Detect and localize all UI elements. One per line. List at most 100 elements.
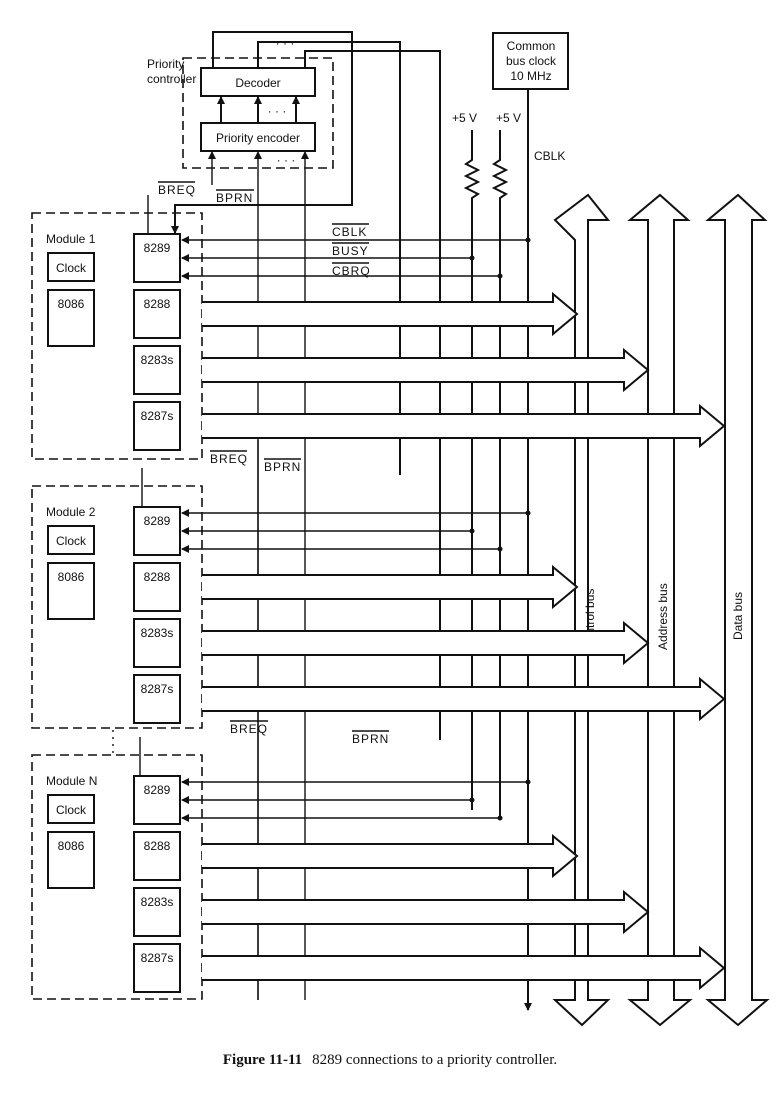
control-bus-connection xyxy=(202,833,579,879)
module-2: Module 2 Clock 8086 8289 8288 8283s 8287s xyxy=(31,468,726,729)
busy-signal-label: BUSY xyxy=(332,244,369,258)
busy-junction xyxy=(469,797,475,803)
chip-8283s xyxy=(133,887,181,937)
enc-dec-ellipsis: · · · xyxy=(268,104,287,118)
module-1: Module 1 Clock 8086 8289 8288 8283s 8287s xyxy=(31,195,726,460)
clock-label: Clock xyxy=(56,534,87,548)
cpu-8086-chip xyxy=(47,831,95,889)
bprn-label-module1: BPRN xyxy=(216,191,253,205)
module-boundary xyxy=(31,754,203,1000)
system-buses: Control bus Address bus Data bus xyxy=(552,193,770,1027)
bus-clock-line-1: Common xyxy=(507,39,556,53)
data-bus-label: Data bus xyxy=(731,592,745,640)
data-bus-connection xyxy=(202,945,726,991)
priority-controller-label-2: controller xyxy=(147,72,196,86)
bprn-label-moduleN: BPRN xyxy=(352,732,389,746)
cblk-signal-label: CBLK xyxy=(332,225,367,239)
chip-8289 xyxy=(133,233,181,283)
pullup-2-label: +5 V xyxy=(496,111,521,125)
address-bus-label: Address bus xyxy=(656,583,670,650)
module-boundary xyxy=(31,485,203,729)
chip-label: 8289 xyxy=(144,783,171,797)
cblk-clock-label: CBLK xyxy=(534,149,565,163)
clock-label: Clock xyxy=(56,261,87,275)
data-bus xyxy=(705,193,770,1027)
control-bus xyxy=(552,193,611,1027)
cpu-8086-chip xyxy=(47,289,95,347)
figure-number: Figure 11-11 xyxy=(222,1052,303,1068)
priority-encoder-label: Priority encoder xyxy=(216,131,300,145)
bprn-moduleN-line-a xyxy=(304,50,405,68)
module-boundary xyxy=(31,212,203,460)
address-bus-connection xyxy=(202,620,650,666)
chip-label: 8287s xyxy=(141,682,174,696)
chip-label: 8288 xyxy=(144,839,171,853)
address-bus-connection xyxy=(202,347,650,393)
priority-controller: Priority controller Decoder Priority enc… xyxy=(147,31,441,1000)
chip-8288 xyxy=(133,289,181,339)
module-title: Module 2 xyxy=(46,505,96,519)
control-bus-connection xyxy=(202,564,579,610)
address-bus-connection xyxy=(202,889,650,935)
chip-label: 8283s xyxy=(141,353,174,367)
breq-label-module2: BREQ xyxy=(210,452,248,466)
clock-chip xyxy=(47,252,95,282)
clock-label: Clock xyxy=(56,803,87,817)
chip-8287s xyxy=(133,674,181,724)
chip-label: 8283s xyxy=(141,895,174,909)
clock-chip xyxy=(47,525,95,555)
busy-junction xyxy=(469,255,475,261)
data-bus-connection xyxy=(202,403,726,449)
common-bus-clock-box xyxy=(492,32,569,90)
cbrq-junction xyxy=(497,815,503,821)
modules-layer: Module 1Clock8086828982888283s8287sModul… xyxy=(31,195,726,1000)
bprn-module1-line xyxy=(171,31,353,234)
cbrq-signal-label: CBRQ xyxy=(332,264,371,278)
breq-label-module1: BREQ xyxy=(158,183,196,197)
breq-label-moduleN: BREQ xyxy=(230,722,268,736)
chip-label: 8289 xyxy=(144,514,171,528)
data-bus-connection xyxy=(202,676,726,722)
encoder-input-ellipsis: · · · xyxy=(277,153,296,167)
clock-chip xyxy=(47,794,95,824)
pullup-resistor-cbrq xyxy=(491,130,509,820)
chip-8287s xyxy=(133,943,181,993)
cblk-junction xyxy=(525,237,531,243)
address-bus xyxy=(627,193,693,1027)
chip-label: 8283s xyxy=(141,626,174,640)
module-title: Module 1 xyxy=(46,232,96,246)
chip-8283s xyxy=(133,345,181,395)
cpu-label: 8086 xyxy=(58,297,85,311)
chip-label: 8288 xyxy=(144,297,171,311)
decoder-label: Decoder xyxy=(235,76,280,90)
cpu-label: 8086 xyxy=(58,570,85,584)
decoder-output-ellipsis: · · · xyxy=(276,36,295,50)
cbrq-junction xyxy=(497,273,503,279)
bprn-label-module2: BPRN xyxy=(264,460,301,474)
bus-clock-line-2: bus clock xyxy=(506,54,557,68)
cbrq-junction xyxy=(497,546,503,552)
chip-label: 8288 xyxy=(144,570,171,584)
figure-caption-text: 8289 connections to a priority controlle… xyxy=(312,1052,558,1068)
bprn-moduleN-line-b xyxy=(405,50,441,740)
chip-8288 xyxy=(133,831,181,881)
chip-8287s xyxy=(133,401,181,451)
chip-8289 xyxy=(133,506,181,556)
module-title: Module N xyxy=(46,774,97,788)
priority-controller-label-1: Priority xyxy=(147,57,184,71)
control-bus-connection xyxy=(202,291,579,337)
chip-label: 8287s xyxy=(141,951,174,965)
chip-label: 8289 xyxy=(144,241,171,255)
busy-junction xyxy=(469,528,475,534)
figure-caption: Figure 11-11 8289 connections to a priori… xyxy=(0,1052,780,1069)
chip-label: 8287s xyxy=(141,409,174,423)
chip-8289 xyxy=(133,775,181,825)
cpu-8086-chip xyxy=(47,562,95,620)
chip-8288 xyxy=(133,562,181,612)
pullup-1-label: +5 V xyxy=(452,111,477,125)
cblk-junction xyxy=(525,779,531,785)
pullup-resistor-busy xyxy=(463,130,481,810)
chip-8283s xyxy=(133,618,181,668)
cpu-label: 8086 xyxy=(58,839,85,853)
